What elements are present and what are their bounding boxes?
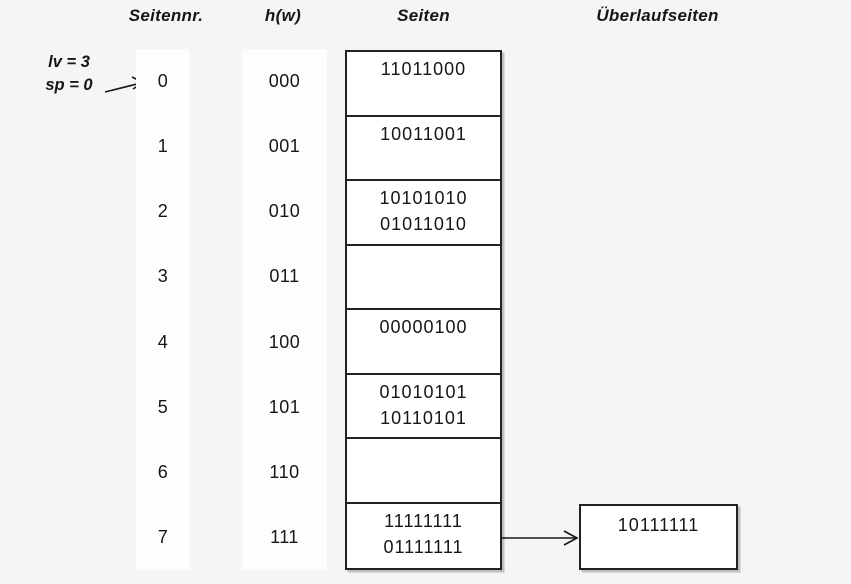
- hash-code: 100: [268, 331, 301, 352]
- bucket-page-5: 01010101 10110101: [347, 372, 500, 438]
- hash-code: 001: [268, 136, 301, 157]
- record-value: 01010101: [379, 381, 468, 402]
- hash-code: 000: [268, 71, 301, 92]
- overflow-page: 10111111: [579, 504, 738, 570]
- page-number: 0: [157, 71, 169, 92]
- column-header-seiten: Seiten: [397, 6, 450, 25]
- bucket-pages-table: 11011000 10011001 10101010 01011010 0000…: [345, 50, 502, 570]
- bucket-page-2: 10101010 01011010: [347, 179, 500, 244]
- record-value: 00000100: [379, 317, 468, 337]
- page-number: 4: [157, 331, 169, 352]
- hash-code: 110: [269, 461, 300, 482]
- bucket-page-7: 11111111 01111111: [347, 501, 500, 567]
- record-value: 01011010: [380, 214, 467, 234]
- page-number: 6: [157, 461, 169, 482]
- hash-code-column: 000 001 010 011 100 101 110 111: [242, 49, 327, 570]
- page-number-column: 0 1 2 3 4 5 6 7: [136, 49, 190, 570]
- page-number: 7: [157, 526, 169, 547]
- column-header-ueberlaufseiten: Überlaufseiten: [596, 6, 719, 25]
- bucket-page-3: [347, 243, 500, 309]
- overflow-arrow-icon: [502, 530, 579, 546]
- page-number: 1: [157, 136, 169, 157]
- bucket-page-1: 10011001: [347, 114, 500, 180]
- bucket-page-4: 00000100: [347, 308, 500, 373]
- hash-code: 011: [269, 266, 300, 287]
- record-value: 10011001: [380, 123, 467, 144]
- record-value: 10110101: [380, 407, 467, 428]
- bucket-page-6: [347, 437, 500, 502]
- split-pointer-value: sp = 0: [45, 76, 93, 94]
- hash-code: 101: [268, 396, 301, 417]
- page-number: 5: [157, 396, 169, 417]
- hash-code: 111: [270, 526, 299, 547]
- record-value: 10101010: [379, 188, 468, 208]
- state-annotation: lv = 3 sp = 0: [28, 51, 110, 97]
- level-value: lv = 3: [48, 53, 90, 71]
- column-header-seitennr: Seitennr.: [128, 6, 204, 25]
- hash-code: 010: [268, 201, 301, 222]
- bucket-page-0: 11011000: [347, 52, 500, 115]
- column-header-hw: h(w): [264, 6, 302, 25]
- record-value: 11111111: [384, 510, 463, 531]
- page-number: 3: [157, 266, 169, 287]
- overflow-record-value: 10111111: [617, 515, 700, 535]
- page-number: 2: [157, 201, 169, 222]
- record-value: 11011000: [380, 59, 467, 79]
- record-value: 01111111: [383, 536, 464, 557]
